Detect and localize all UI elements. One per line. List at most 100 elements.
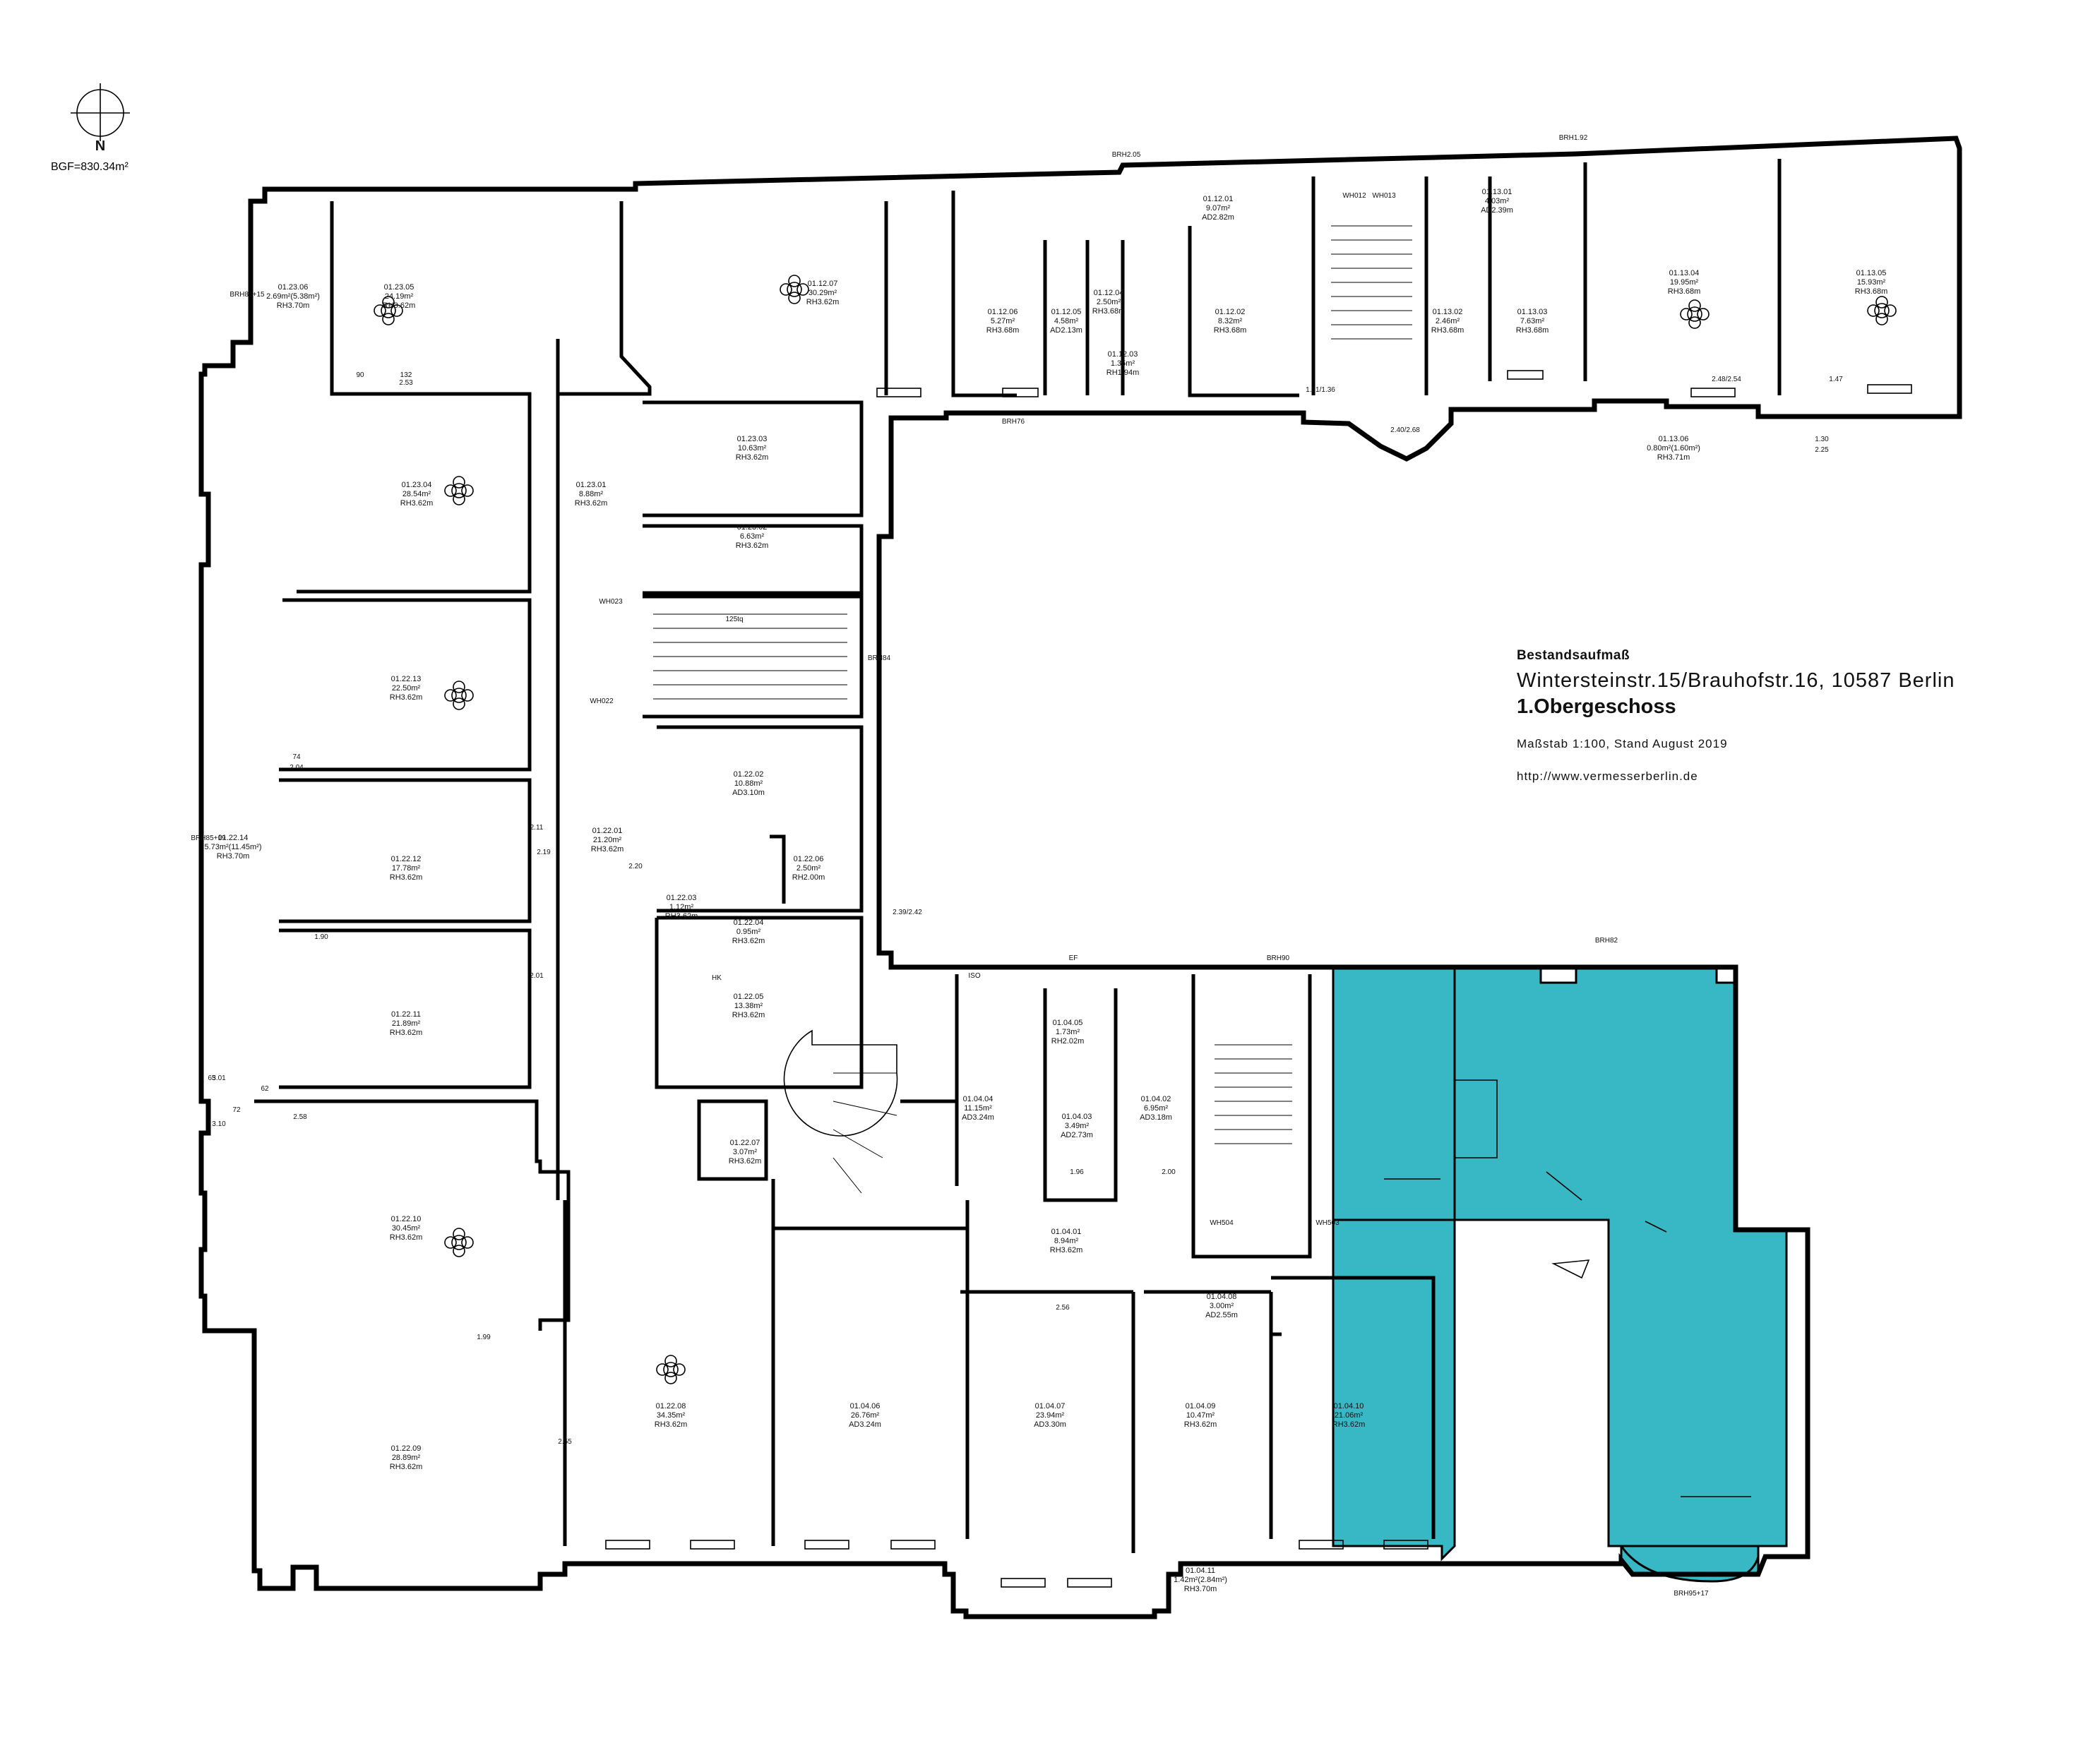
highlighted-unit-details <box>1384 1079 1751 1497</box>
plan-label: BRH90 <box>1267 954 1290 962</box>
plan-label: BRH84 <box>868 654 891 662</box>
north-arrow-icon: N <box>71 83 130 154</box>
title-scale: Maßstab 1:100, Stand August 2019 <box>1517 737 1728 750</box>
plan-label: 1.90 <box>314 933 328 941</box>
plan-label: 2.39/2.42 <box>893 909 922 916</box>
plan-label: 2.20 <box>628 863 643 870</box>
ceiling-rosette-icons <box>374 275 1897 1384</box>
plan-label: BRH85+19 <box>191 834 226 842</box>
title-address: Wintersteinstr.15/Brauhofstr.16, 10587 B… <box>1517 669 1955 692</box>
plan-label: 72 <box>232 1106 241 1114</box>
plan-label: WH013 <box>1372 192 1396 200</box>
plan-label: 2.19 <box>537 849 551 856</box>
plan-label: 62 <box>261 1085 269 1093</box>
plan-label: BRH82 <box>1595 937 1618 945</box>
plan-label: 1.51/1.36 <box>1306 386 1335 394</box>
plan-label: WH504 <box>1210 1219 1234 1227</box>
plan-label: 1.30 <box>1815 436 1829 443</box>
plan-label: EF <box>1069 954 1078 962</box>
plan-label: 2.40/2.68 <box>1390 426 1420 434</box>
plan-label: ISO <box>968 972 980 980</box>
plan-label: 3.10 <box>212 1120 226 1128</box>
highlighted-unit <box>1332 966 1788 1583</box>
plan-label: 2.11 <box>530 824 544 832</box>
plan-label: 1.96 <box>1070 1168 1084 1176</box>
plan-label: 2.55 <box>558 1438 572 1446</box>
title-block: Bestandsaufmaß Wintersteinstr.15/Brauhof… <box>1517 648 2082 784</box>
bgf-label: BGF=830.34m² <box>51 161 129 173</box>
stairs <box>653 225 1412 1194</box>
plan-label: WH503 <box>1316 1219 1340 1227</box>
north-label: N <box>95 138 105 154</box>
plan-label: WH023 <box>599 598 623 606</box>
plan-label: 2.00 <box>1162 1168 1176 1176</box>
plan-label: HK <box>712 974 722 982</box>
plan-label: 132 <box>400 371 412 379</box>
plan-label: 2.01 <box>530 972 544 980</box>
plan-label: BRH1.92 <box>1559 134 1588 142</box>
plan-label: 74 <box>292 753 301 761</box>
plan-label: 2.25 <box>1815 446 1829 454</box>
plan-label: 2.58 <box>293 1113 307 1121</box>
plan-label: WH022 <box>590 697 614 705</box>
plan-label: BRH85+15 <box>229 291 265 299</box>
outer-walls <box>198 136 1962 1619</box>
plan-label: BRH95+17 <box>1674 1590 1709 1598</box>
title-floor: 1.Obergeschoss <box>1517 695 1676 718</box>
plan-label: 2.53 <box>399 379 413 387</box>
plan-label: BRH2.05 <box>1112 151 1141 159</box>
plan-label: 65 <box>208 1074 216 1082</box>
plan-label: 1.99 <box>477 1334 491 1341</box>
interior-walls <box>254 159 1782 1553</box>
plan-label: 2.48/2.54 <box>1712 376 1741 383</box>
title-heading: Bestandsaufmaß <box>1517 648 1630 663</box>
title-url[interactable]: http://www.vermesserberlin.de <box>1517 769 1698 783</box>
plan-label: 2.04 <box>290 764 304 772</box>
plan-label: 3.01 <box>212 1074 226 1082</box>
radiator-marks <box>605 370 1912 1588</box>
plan-label: WH012 <box>1342 192 1366 200</box>
plan-label: BRH76 <box>1002 418 1025 426</box>
plan-label: 2.56 <box>1056 1304 1070 1312</box>
